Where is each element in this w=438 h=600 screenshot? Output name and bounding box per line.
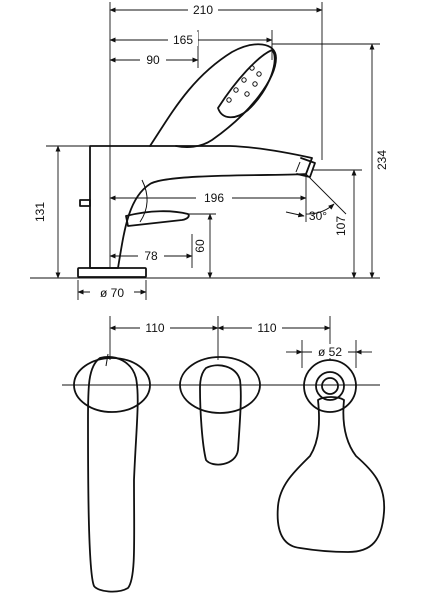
side-knob: [79, 199, 91, 207]
side-view: 210 165 90 234 131 107 196 60 78 ø 70 30…: [30, 2, 389, 300]
dim-label-90: 90: [146, 53, 160, 67]
faucet-body: [89, 145, 313, 269]
dim-label-rosette-diameter: ø 52: [318, 345, 342, 359]
dim-label-angle: 30°: [309, 209, 327, 223]
spout-plan: [87, 356, 139, 593]
dim-label-165: 165: [173, 33, 193, 47]
hand-shower-plan: [276, 396, 385, 553]
base-plate: [77, 267, 147, 278]
dim-label-234: 234: [375, 150, 389, 170]
dim-label-spacing-left: 110: [145, 321, 164, 335]
shower-hose-outer: [315, 371, 345, 401]
dim-label-210: 210: [193, 3, 213, 17]
dim-label-107: 107: [334, 216, 348, 236]
dim-label-base-diameter: ø 70: [100, 286, 124, 300]
dim-label-spacing-right: 110: [257, 321, 276, 335]
mixer-lever: [125, 210, 190, 227]
mixer-lever-plan: [199, 364, 242, 466]
dim-label-60: 60: [193, 239, 207, 253]
hand-shower: [149, 43, 277, 148]
shower-rosette: [303, 359, 357, 413]
dim-label-131: 131: [33, 202, 47, 222]
spray-nozzles: [226, 65, 262, 103]
plan-view: 110 110 ø 52: [62, 316, 385, 593]
dim-label-196: 196: [204, 191, 224, 205]
shower-hose-inner: [321, 377, 339, 395]
mixer-rosette: [179, 356, 261, 414]
dim-label-78: 78: [144, 249, 158, 263]
hand-shower-head: [217, 49, 276, 119]
